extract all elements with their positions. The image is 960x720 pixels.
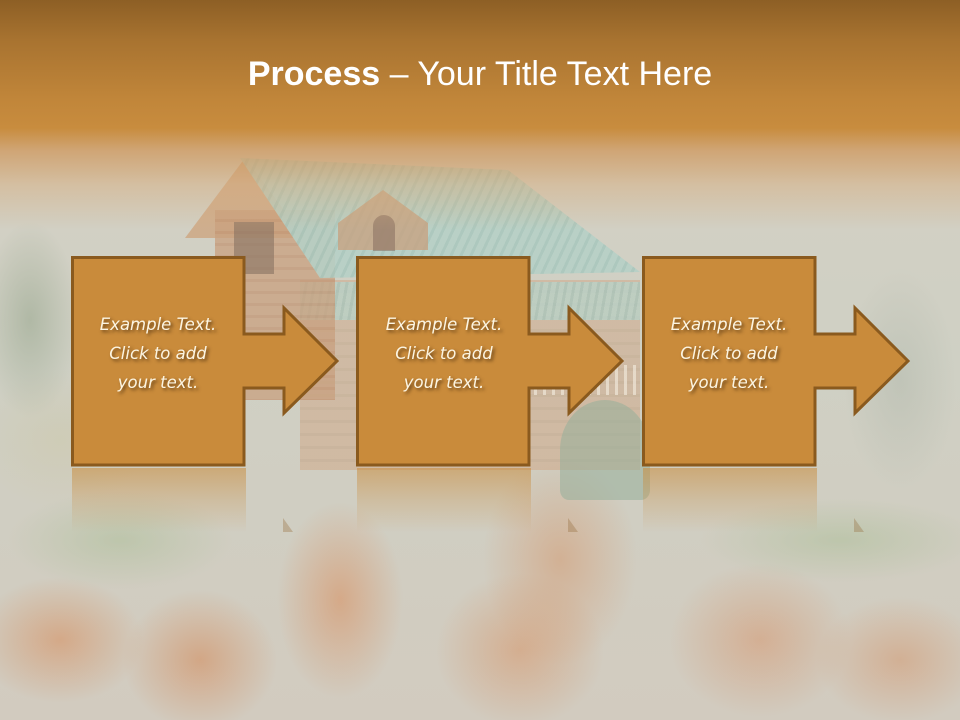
step-2-line-2: Click to add: [395, 344, 493, 363]
step-3-line-2: Click to add: [680, 344, 778, 363]
right-arrow-shape-icon: [356, 256, 625, 467]
step-3-line-1: Example Text.: [670, 315, 788, 334]
step-2-arrow-reflection: [568, 518, 578, 532]
step-2-line-1: Example Text.: [385, 315, 503, 334]
process-step-2[interactable]: [356, 256, 696, 468]
step-1-line-3: your text.: [117, 373, 199, 392]
step-2-line-3: your text.: [403, 373, 485, 392]
slide-title[interactable]: Process – Your Title Text Here: [0, 52, 960, 96]
right-arrow-shape-icon: [71, 256, 340, 467]
title-rest: – Your Title Text Here: [380, 55, 713, 93]
step-3-reflection: [643, 468, 817, 532]
right-arrow-shape-icon: [642, 256, 911, 467]
step-1-text[interactable]: Example Text. Click to add your text.: [71, 310, 245, 397]
step-2-text[interactable]: Example Text. Click to add your text.: [357, 310, 531, 397]
step-3-text[interactable]: Example Text. Click to add your text.: [642, 310, 816, 397]
step-3-line-3: your text.: [688, 373, 770, 392]
step-1-reflection: [72, 468, 246, 532]
step-1-line-1: Example Text.: [99, 315, 217, 334]
step-1-arrow-reflection: [283, 518, 293, 532]
evergreen-tree: [560, 400, 650, 500]
step-1-line-2: Click to add: [109, 344, 207, 363]
title-bold-word: Process: [247, 55, 381, 93]
process-step-1[interactable]: [71, 256, 411, 468]
step-2-reflection: [357, 468, 531, 532]
step-3-arrow-reflection: [854, 518, 864, 532]
process-step-3[interactable]: [642, 256, 960, 468]
title-header-band: [0, 0, 960, 230]
